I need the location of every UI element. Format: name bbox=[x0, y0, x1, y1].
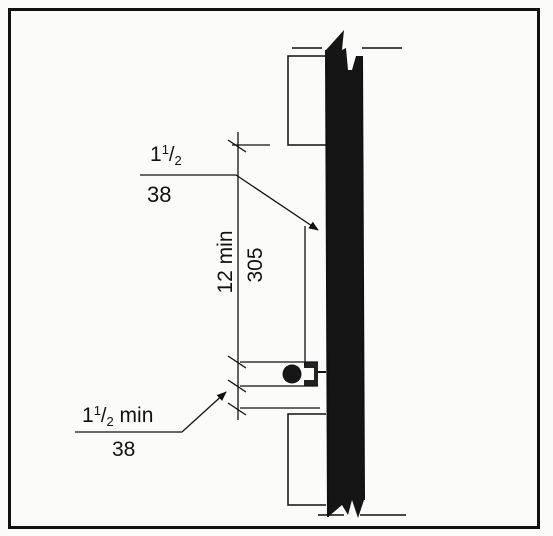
lower-dimension-label: 11/2 min 38 bbox=[82, 403, 153, 461]
upper-dimension-denominator: 2 bbox=[174, 153, 181, 168]
upper-dimension-numerator: 1 bbox=[162, 142, 169, 157]
upper-dimension-label: 11/2 38 bbox=[147, 142, 182, 207]
svg-text:11/2 min: 11/2 min bbox=[82, 403, 153, 429]
upper-projecting-object bbox=[287, 55, 326, 146]
lower-dimension-numerator: 1 bbox=[94, 403, 101, 418]
lower-dimension-metric: 38 bbox=[112, 438, 135, 461]
lower-projecting-object bbox=[287, 413, 326, 506]
wall bbox=[325, 30, 365, 518]
lower-dimension-leader bbox=[75, 391, 227, 433]
wall-edge-lines bbox=[292, 47, 406, 516]
upper-dimension-metric: 38 bbox=[147, 182, 171, 207]
lower-dimension-denominator: 2 bbox=[106, 414, 113, 429]
vertical-dimension-imperial: 12 min bbox=[214, 230, 237, 293]
grab-bar bbox=[240, 361, 326, 387]
upper-dimension-leader bbox=[140, 174, 319, 231]
diagram-frame bbox=[8, 8, 540, 529]
lower-dimension-suffix: min bbox=[114, 404, 154, 427]
upper-dimension-whole: 1 bbox=[150, 143, 162, 166]
vertical-dimension-metric: 305 bbox=[244, 247, 267, 282]
svg-text:11/2: 11/2 bbox=[150, 142, 182, 168]
lower-dimension-whole: 1 bbox=[82, 404, 94, 427]
vertical-dimension-lines bbox=[227, 132, 320, 420]
vertical-dimension-label: 12 min 305 bbox=[214, 230, 267, 293]
